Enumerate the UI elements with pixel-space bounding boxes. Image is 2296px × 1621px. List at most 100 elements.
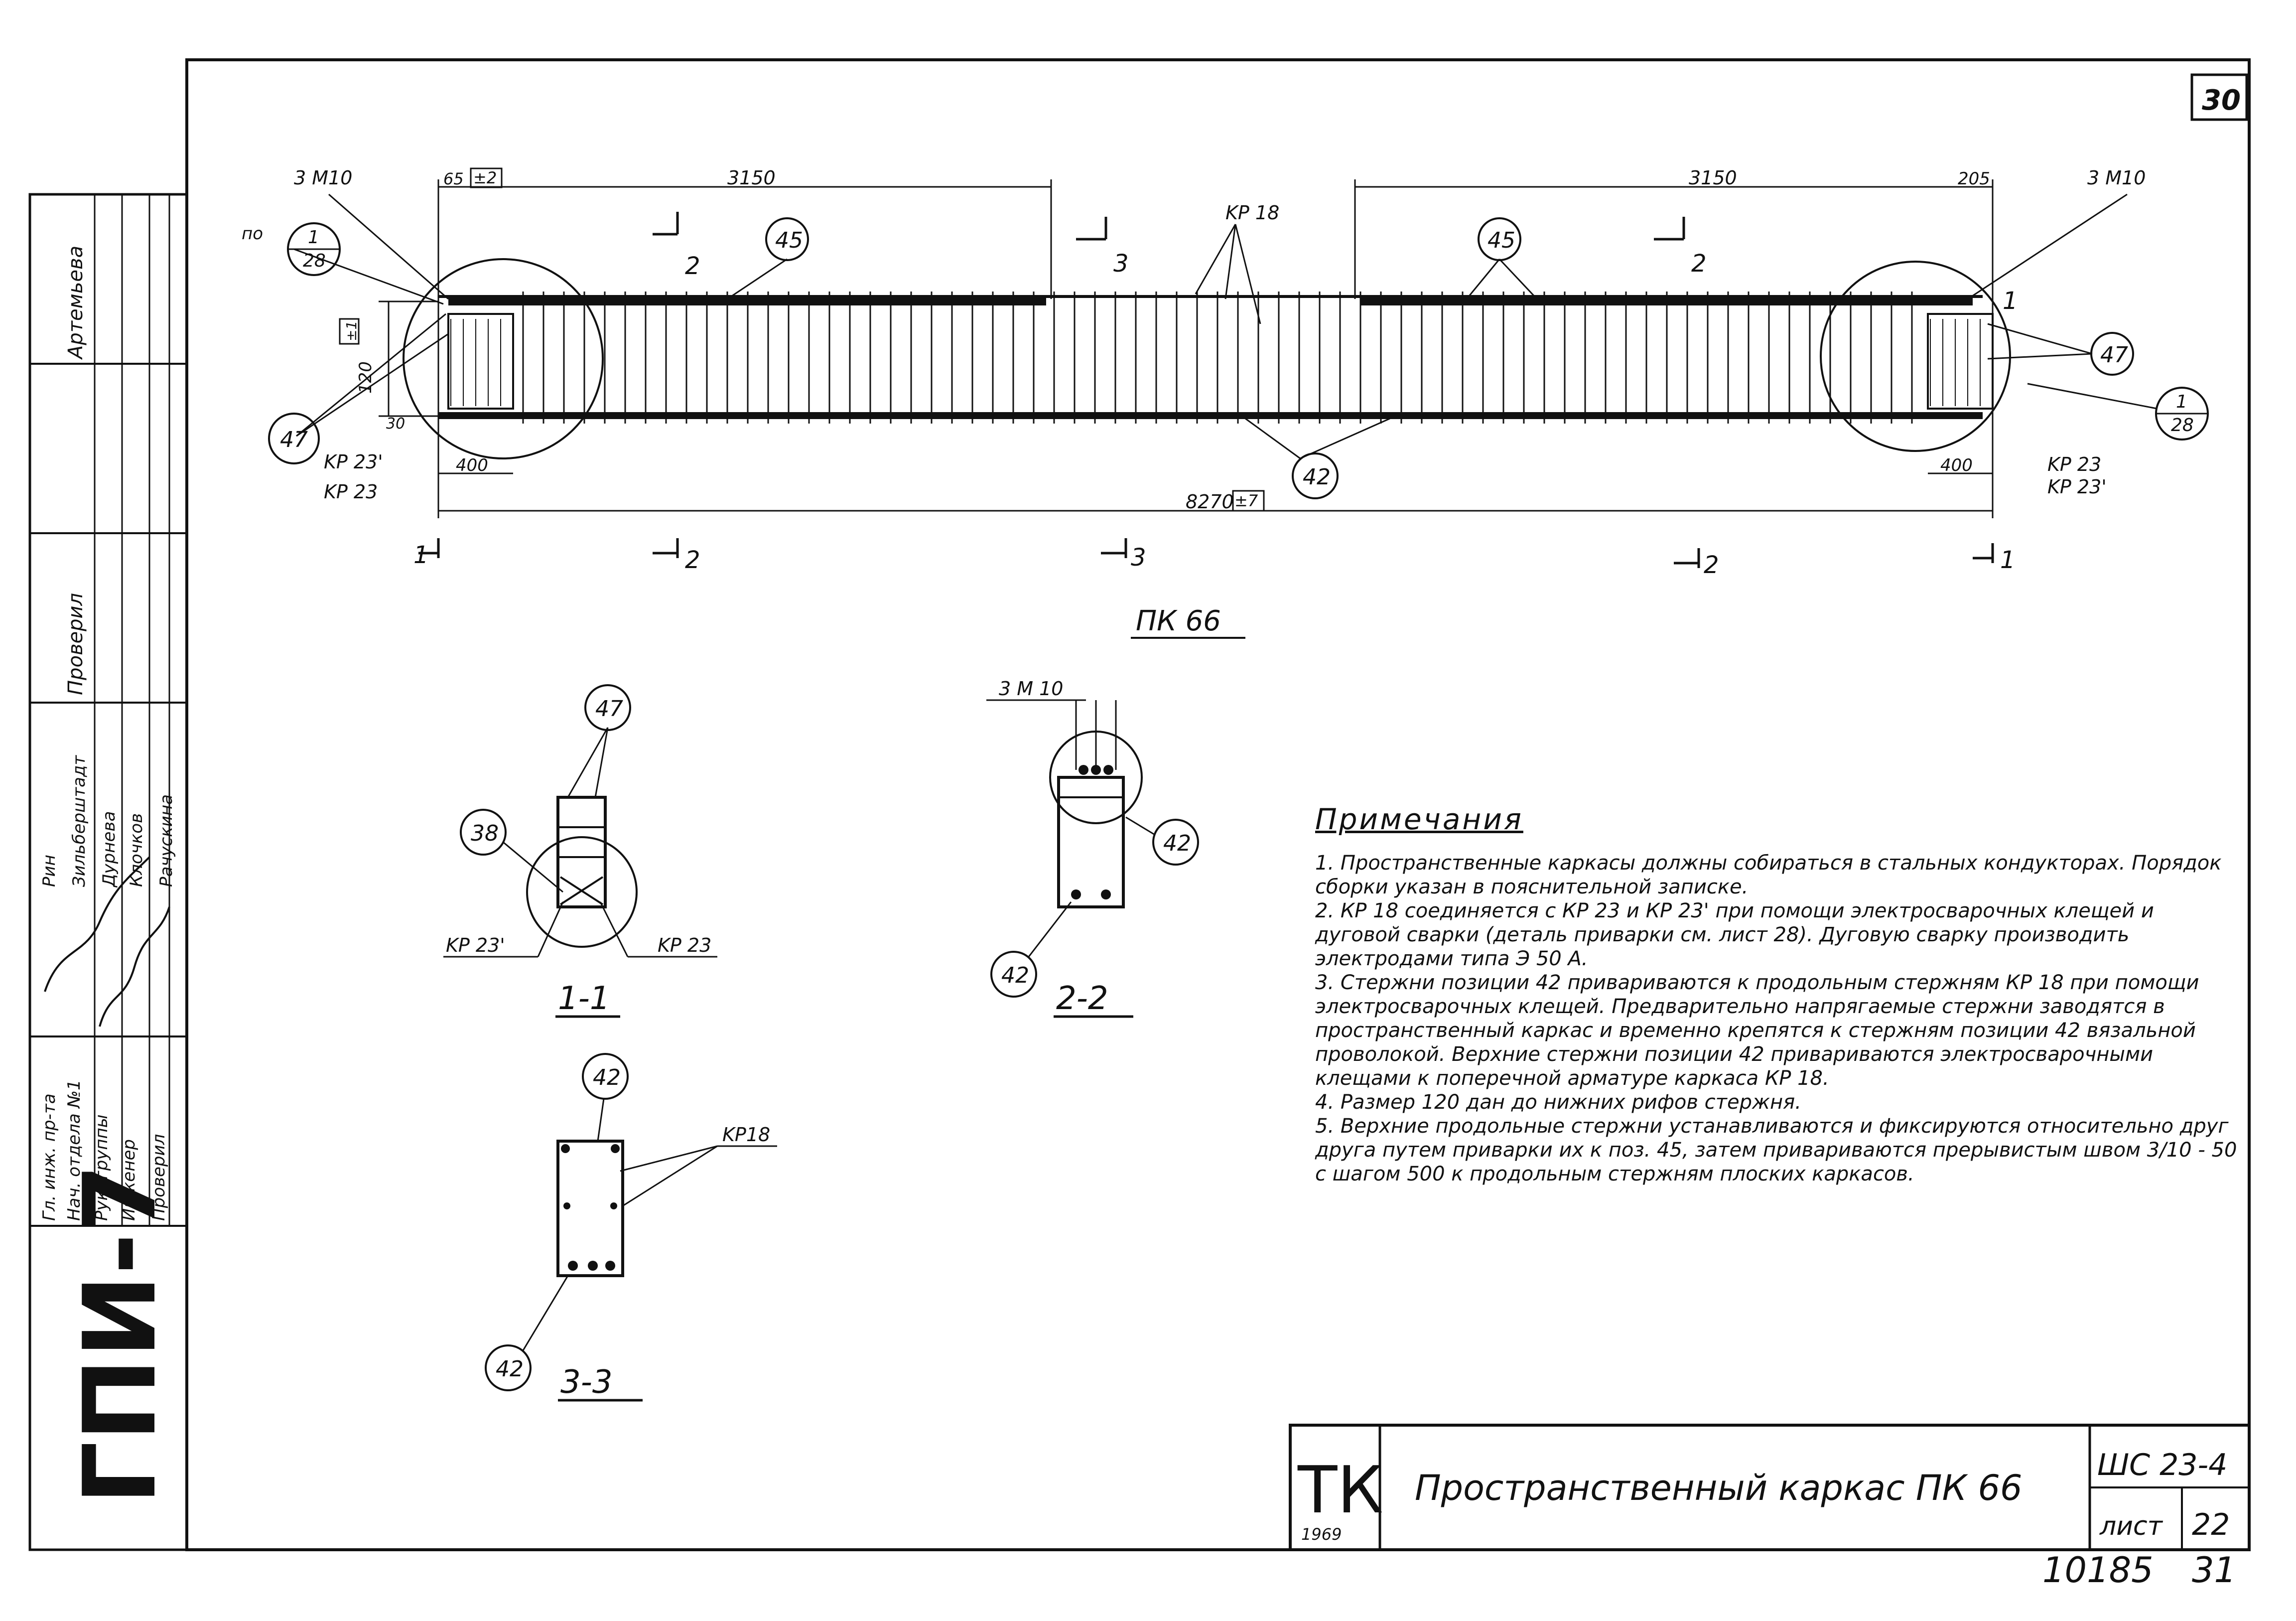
stamp-role-3: Рук. группы [92,1114,112,1221]
sec33-kr18: KP18 [722,1124,770,1146]
sec22-title: 2-2 [1056,980,1108,1017]
label-m10-right: 3 M10 [2087,167,2146,189]
label-400-left: 400 [456,455,488,475]
label-3150-right: 3150 [1689,167,1737,189]
label-sec3-top: 3 [1113,250,1129,278]
section-1-1: 47 38 KP 23' KP 23 1-1 [443,684,717,1018]
stamp-name-4: Клочков [127,813,146,887]
callout-45-left [765,217,809,261]
section-3-3: 42 KP18 42 3-3 [485,1053,777,1402]
archive-page: 31 [2192,1550,2236,1591]
label-m10-left: 3 M10 [294,167,352,189]
stamp-name-1: Рин [39,855,59,887]
callout-45-right [1478,217,1521,261]
stamp-role-5: Проверил [149,1134,169,1221]
title-text: Пространственный каркас ПК 66 [1415,1468,2023,1508]
label-205: 205 [1958,169,1990,189]
stamp-checked-label: Проверил [64,593,87,695]
end-detail-circle-left [403,258,604,459]
stamp-names: Артемьева Проверил Гл. инж. пр-та Нач. о… [39,246,176,1221]
sheet-number: 30 [2202,84,2241,117]
label-30: 30 [386,415,405,433]
sec11-kr23p: KP 23' [446,934,505,956]
detail-ref-right-sheet: 28 [2171,415,2194,436]
note-item-4: 4. Размер 120 дан до нижних рифов стержн… [1315,1091,1801,1114]
label-400-right: 400 [1940,455,1973,475]
sec11-kr23: KP 23 [658,934,711,956]
sec33-callout-42-top: 42 [593,1065,621,1090]
label-sec2-left: 2 [685,546,700,574]
callout-47-right [2090,332,2134,376]
side-stamp: ГПИ-7 [62,1164,178,1505]
stamp-name-2: Зильберштадт [69,755,89,887]
sec11-callout-47: 47 [595,696,623,722]
callout-45-left-text: 45 [775,228,803,253]
sec11-title: 1-1 [558,980,610,1017]
label-kr23-right: KP 23 [2047,453,2101,475]
detail-ref-right-num: 1 [2176,392,2187,412]
stamp-role-2: Нач. отдела №1 [64,1079,84,1221]
title-block: ТК 1969 Пространственный каркас ПК 66 ШС… [1289,1424,2251,1551]
stamp-strip [28,193,188,1551]
title-year: 1969 [1301,1525,1342,1544]
callout-42-main [1292,452,1339,499]
detail-ref-left-num: 1 [308,227,319,248]
label-dim-65: 65 [443,169,464,188]
note-item-1: 1. Пространственные каркасы должны собир… [1315,852,2222,898]
sec22-callout-42-left: 42 [1001,963,1029,988]
callout-42-main-text: 42 [1303,464,1331,490]
sec11-callout-38: 38 [471,821,499,846]
label-120: 120 [356,361,376,394]
label-sec1-top-right: 1 [2003,287,2018,315]
title-logo: ТК [1297,1452,1383,1528]
stamp-name-3: Дурнева [99,811,119,888]
label-sec3-mid: 3 [1131,544,1146,572]
callout-47-left-text: 47 [280,427,308,452]
stamp-author: Артемьева [64,246,87,360]
stamp-role-4: Инженер [119,1139,139,1221]
sheet-number-box [2190,73,2248,121]
stamp-role-1: Гл. инж. пр-та [39,1093,59,1221]
label-8270: 8270 [1186,491,1234,513]
notes-heading: Примечания [1315,802,1523,836]
label-3150-left: 3150 [727,167,776,189]
title-sheet-label: лист [2099,1511,2163,1541]
label-sec1-right: 1 [2000,546,2016,574]
label-sec1-left: 1 [413,541,429,569]
label-kr23p-right: KP 23' [2047,476,2107,498]
archive-number: 10185 [2042,1550,2154,1591]
callouts: 45 45 47 47 42 1 28 1 28 [268,217,2209,499]
label-sec2-top-right: 2 [1691,250,1707,278]
note-item-3: 3. Стержни позиции 42 привариваются к пр… [1315,971,2199,1090]
label-sec2-right: 2 [1704,551,1719,579]
sec22-callout-42-right: 42 [1163,831,1191,856]
note-item-2: 2. КР 18 соединяется с КР 23 и КР 23' пр… [1315,899,2154,970]
main-elevation [293,179,2158,568]
section-marks [418,212,1994,568]
sheet-frame [185,58,2251,1551]
title-series: ШС 23-4 [2097,1448,2227,1482]
detail-ref-left-sheet: 28 [303,251,326,271]
elevation-labels: 3 M10 3 M10 65 ±2 3150 3150 205 KP 18 по… [242,167,2146,639]
title-sheet-no: 22 [2192,1507,2230,1542]
signature-2 [99,906,170,1027]
end-detail-circle-right [1820,261,2011,452]
label-tol-120: ±1 [343,321,360,341]
callout-47-left [268,413,320,464]
sec33-callout-42-bottom: 42 [496,1356,524,1382]
callout-47-right-text: 47 [2100,342,2128,368]
label-sec2-top-left: 2 [685,252,700,280]
label-tol-8270: ±7 [1234,491,1258,510]
note-item-5: 5. Верхние продольные стержни устанавлив… [1315,1115,2237,1185]
sec22-m10: 3 M 10 [999,678,1063,700]
main-title: ПК 66 [1136,605,1221,637]
label-kr18-top: KP 18 [1225,202,1279,224]
label-tol-65: ±2 [473,168,497,187]
signature-1 [44,856,150,992]
notes-block: Примечания 1. Пространственные каркасы д… [1315,802,2242,1186]
stirrups [450,292,1993,424]
label-kr23p-left: KP 23' [324,451,383,473]
stamp-name-5: Рачускина [156,794,176,887]
sec33-title: 3-3 [560,1364,613,1401]
